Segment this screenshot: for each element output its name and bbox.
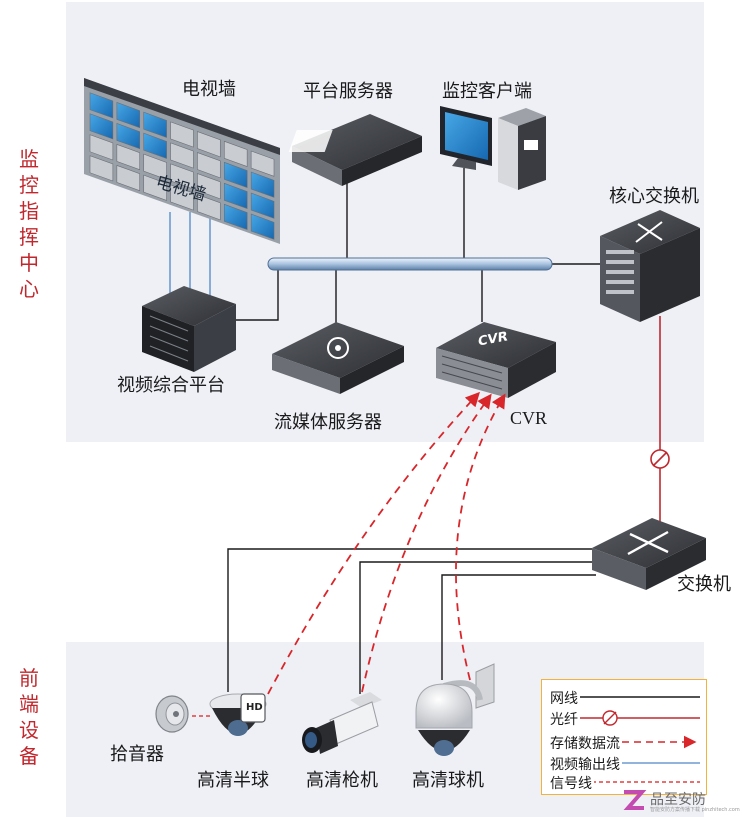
label-media-server: 流媒体服务器 <box>274 412 382 433</box>
label-cvr: CVR <box>510 408 548 428</box>
network-bus <box>267 257 553 271</box>
watermark-sub: 智能安防方案传播下载 pinzhitech.com <box>650 807 740 813</box>
label-client: 监控客户端 <box>442 81 532 102</box>
legend: 网线 光纤 存储数据流 视频输出线 信号线 <box>541 679 707 795</box>
access-switch-icon <box>592 518 706 590</box>
video-output-lines <box>169 212 211 300</box>
legend-storage-flow: 存储数据流 <box>550 733 622 753</box>
tv-wall-screen-cell <box>197 152 221 179</box>
tv-wall-screen-cell <box>250 213 275 240</box>
fiber-link <box>650 316 670 526</box>
watermark: 品至安防 智能安防方案传播下载 pinzhitech.com <box>620 786 746 814</box>
tv-wall-screen-cell <box>143 132 167 159</box>
tv-wall-screen-cell <box>197 173 221 200</box>
tv-wall-screen-cell <box>89 113 114 140</box>
tv-wall-screen-cell <box>250 192 275 219</box>
core-switch-icon <box>600 210 700 322</box>
tv-wall-screen-cell <box>197 194 221 221</box>
tv-wall-screen-cell <box>250 171 275 198</box>
tv-wall-screen-cell <box>143 174 167 201</box>
label-platform-server: 平台服务器 <box>303 81 393 102</box>
tv-wall-screen-cell <box>143 153 167 180</box>
tv-wall-screen-cell <box>223 161 248 188</box>
pickup-icon <box>155 695 189 733</box>
legend-video-output: 视频输出线 <box>550 754 622 774</box>
speed-dome-camera-icon <box>415 663 495 756</box>
storage-data-flows <box>267 391 506 695</box>
tv-wall-screen-cell <box>170 121 194 148</box>
label-video-platform: 视频综合平台 <box>117 375 225 396</box>
label-bullet: 高清枪机 <box>306 770 378 791</box>
media-server-icon <box>272 322 404 394</box>
label-switch: 交换机 <box>677 574 731 595</box>
legend-network-cable: 网线 <box>550 688 580 708</box>
video-platform-icon <box>142 286 236 372</box>
tv-wall-icon <box>84 78 280 244</box>
tv-wall-screen-cell <box>223 182 248 209</box>
label-tv-wall: 电视墙 <box>182 79 236 100</box>
tv-wall-screen-cell <box>170 142 194 169</box>
tv-wall-screen-cell <box>170 184 194 211</box>
watermark-logo-icon <box>623 790 647 810</box>
legend-signal-line: 信号线 <box>550 773 594 793</box>
bullet-camera-icon <box>302 692 382 754</box>
label-core-switch: 核心交换机 <box>609 186 699 207</box>
tv-wall-screen-cell <box>116 123 141 150</box>
label-hd-dome: 高清半球 <box>197 770 269 791</box>
tv-wall-screen-cell <box>116 144 141 171</box>
hd-dome-camera-icon <box>209 693 267 736</box>
watermark-brand: 品至安防 <box>650 792 706 808</box>
client-computer-icon <box>440 106 546 190</box>
zone-label-center: 监控指挥中心 <box>19 147 39 301</box>
hd-badge: HD <box>246 702 263 713</box>
cvr-icon <box>436 322 556 398</box>
tv-wall-screen-cell <box>223 140 248 167</box>
tv-wall-screen-cell <box>250 150 275 177</box>
label-pickup: 拾音器 <box>110 744 164 765</box>
tv-wall-screen-cell <box>89 134 114 161</box>
tv-wall-screen-cell <box>197 131 221 158</box>
label-speed-dome: 高清球机 <box>412 770 484 791</box>
tv-wall-screen-cell <box>89 155 114 182</box>
platform-server-icon <box>288 114 422 186</box>
tv-wall-screen-cell <box>89 92 114 119</box>
tv-wall-screen-cell <box>223 203 248 230</box>
network-cables-center <box>236 168 600 330</box>
network-cables-front <box>227 548 596 694</box>
tv-wall-screen-cell <box>170 163 194 190</box>
zone-label-front: 前端设备 <box>19 666 39 768</box>
legend-fiber: 光纤 <box>550 709 580 729</box>
tv-wall-screen-cell <box>116 102 141 129</box>
tv-wall-screen-cell <box>143 111 167 138</box>
tv-wall-screen-cell <box>116 165 141 192</box>
